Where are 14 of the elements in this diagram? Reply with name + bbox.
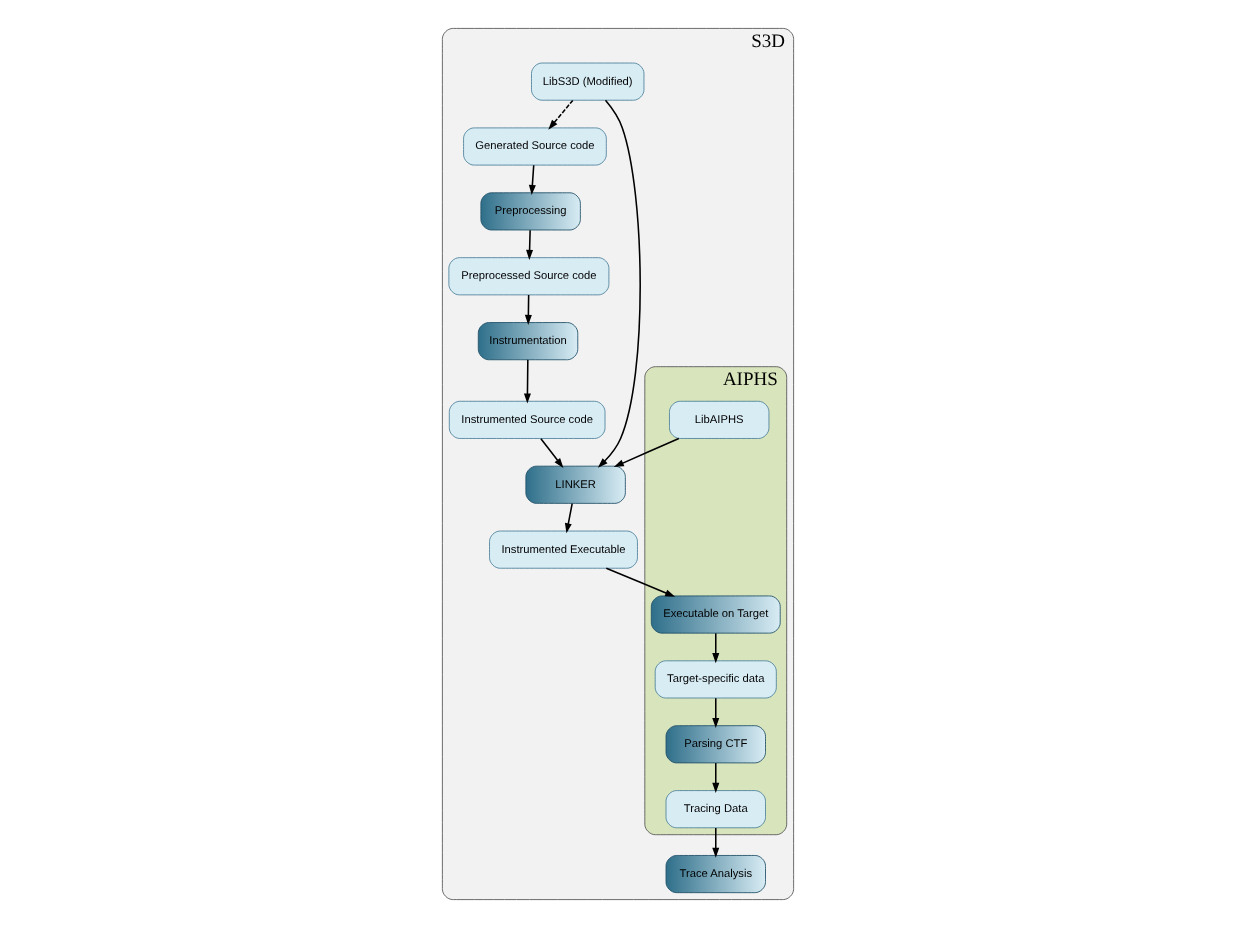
arrow <box>613 437 680 468</box>
arrow <box>548 99 574 130</box>
arrow <box>712 632 720 664</box>
arrow <box>540 437 564 469</box>
arrow <box>528 164 536 196</box>
arrow <box>712 762 720 793</box>
arrow <box>712 827 720 858</box>
arrow <box>526 229 534 260</box>
arrow <box>523 359 531 404</box>
arrow <box>597 99 641 468</box>
arrow <box>564 502 573 534</box>
arrow <box>605 567 676 597</box>
arrow <box>712 697 720 729</box>
arrow <box>524 294 532 325</box>
